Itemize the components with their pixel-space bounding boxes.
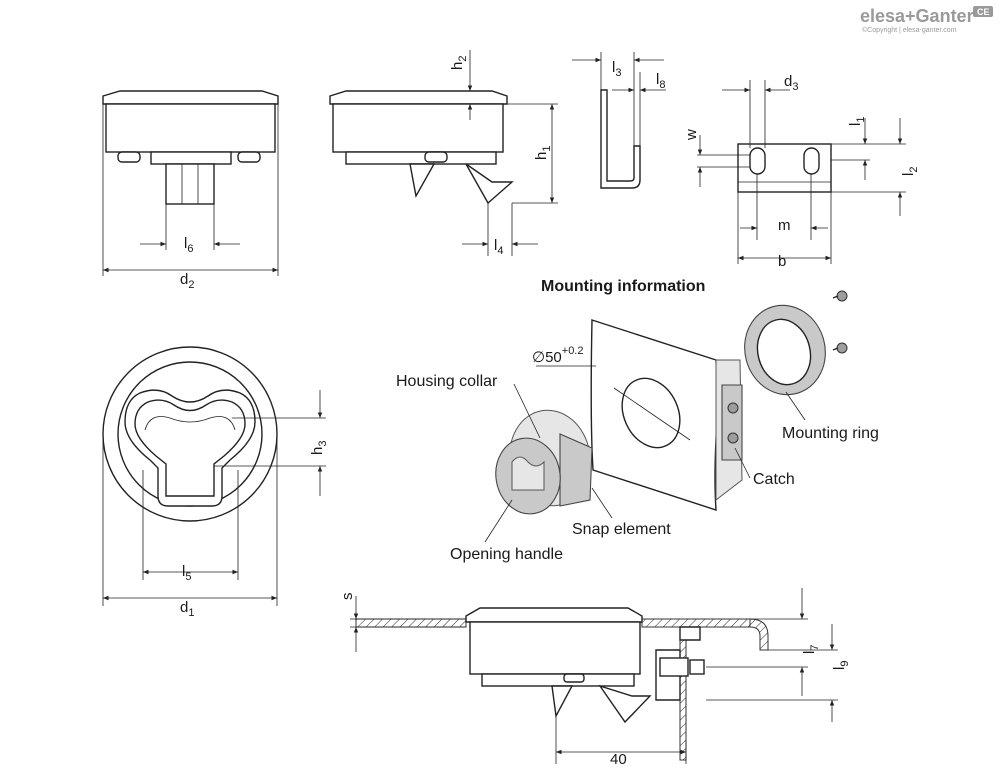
svg-text:d2: d2 [180, 271, 194, 291]
front-elevation-view: d2 l6 [102, 90, 279, 291]
dim-label-l7: l7 [801, 645, 821, 654]
svg-text:h3: h3 [309, 441, 329, 455]
screw-head-right [237, 151, 261, 163]
callout-housing-collar: Housing collar [396, 373, 541, 439]
svg-text:d1: d1 [180, 599, 194, 619]
flange [102, 90, 279, 105]
catch-profile-view: l3 l8 [572, 52, 666, 189]
mounting-hole [621, 377, 681, 449]
svg-text:40: 40 [610, 751, 627, 768]
dim-label-d3: d3 [784, 73, 798, 93]
svg-text:d3: d3 [784, 73, 798, 93]
dim-label-d2: d2 [180, 271, 194, 291]
svg-text:l4: l4 [494, 237, 503, 257]
dim-label-l5: l5 [182, 563, 191, 583]
callout-mounting-ring: Mounting ring [782, 391, 879, 442]
side-flange [329, 90, 508, 105]
svg-text:l9: l9 [831, 661, 851, 670]
svg-text:l7: l7 [801, 645, 821, 654]
svg-text:l3: l3 [612, 59, 621, 79]
brand-logo: elesa+Ganter ©Copyright | elesa-ganter.c… [860, 6, 993, 34]
dim-label-h1: h1 [533, 146, 553, 160]
ce-badge-label: CE [977, 7, 990, 17]
svg-text:Opening handle: Opening handle [450, 546, 563, 563]
side-elevation-view: h2 h1 l4 [329, 50, 558, 257]
ce-badge [973, 6, 993, 17]
side-base [345, 151, 497, 165]
svg-text:∅50+0.2: ∅50+0.2 [532, 345, 583, 366]
svg-text:l5: l5 [182, 563, 191, 583]
top-plan-view: h3 l5 d1 [102, 346, 329, 619]
dim-label-l2: l2 [900, 167, 920, 176]
catch-part [721, 384, 743, 461]
dim-label-l9: l9 [831, 661, 851, 670]
brand-name: elesa+Ganter [860, 6, 974, 26]
dim-label-w: w [683, 129, 700, 141]
callout-opening-handle: Opening handle [450, 499, 563, 563]
svg-text:l8: l8 [656, 71, 665, 91]
catch-body [165, 163, 215, 205]
dim-label-40: 40 [610, 751, 627, 768]
mounted-section-view: s l7 l9 40 [339, 588, 851, 768]
svg-text:l6: l6 [184, 235, 193, 255]
svg-text:s: s [339, 593, 356, 601]
dim-label-h2: h2 [449, 56, 469, 70]
panel-section-right [641, 618, 751, 628]
exploded-mounting-view: ∅50+0.2 [495, 290, 848, 515]
svg-text:m: m [778, 217, 791, 234]
screw-1 [836, 290, 848, 302]
dim-label-l6: l6 [184, 235, 193, 255]
catch-tooth-left [409, 163, 436, 199]
dim-label-d1: d1 [180, 599, 194, 619]
screw-head-left [117, 151, 141, 163]
svg-text:b: b [778, 253, 786, 270]
brand-copyright: ©Copyright | elesa-ganter.com [862, 26, 957, 34]
dim-label-m: m [778, 217, 791, 234]
hole-diameter-label: ∅50+0.2 [532, 345, 583, 366]
callout-snap-element: Snap element [572, 487, 671, 538]
screw-2 [836, 342, 848, 354]
svg-text:Housing collar: Housing collar [396, 373, 498, 390]
housing-body [105, 103, 276, 153]
dim-label-l1: l1 [847, 117, 867, 126]
svg-text:Catch: Catch [753, 471, 795, 488]
panel-section-left [355, 618, 467, 628]
callout-catch: Catch [734, 447, 795, 488]
svg-text:h2: h2 [449, 56, 469, 70]
handle-base [150, 151, 232, 165]
svg-text:Mounting ring: Mounting ring [782, 425, 879, 442]
slot-right [803, 147, 820, 175]
dim-label-l8: l8 [656, 71, 665, 91]
dim-label-h3: h3 [309, 441, 329, 455]
dim-label-s: s [339, 593, 356, 601]
svg-text:l2: l2 [900, 167, 920, 176]
dim-label-l4: l4 [494, 237, 503, 257]
svg-text:Snap element: Snap element [572, 521, 671, 538]
slot-left [749, 147, 766, 175]
dim-label-l3: l3 [612, 59, 621, 79]
svg-text:h1: h1 [533, 146, 553, 160]
svg-text:l1: l1 [847, 117, 867, 126]
section-title: Mounting information [541, 278, 705, 295]
catch-tooth-right [465, 163, 514, 205]
svg-text:w: w [683, 129, 700, 141]
dim-label-b: b [778, 253, 786, 270]
opening-handle-outline [124, 389, 256, 507]
catch-front-view: d3 w l1 l2 m [683, 73, 920, 270]
side-housing [332, 103, 504, 153]
